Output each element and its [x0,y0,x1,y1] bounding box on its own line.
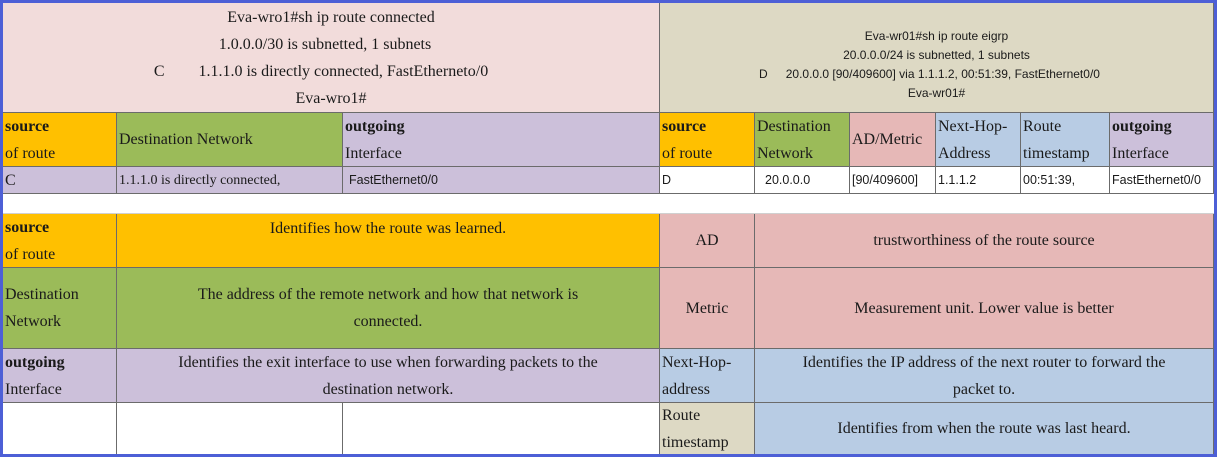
glossary-desc-next-hop: Identifies the IP address of the next ro… [755,349,1214,403]
eigrp-route-output: Eva-wr01#sh ip route eigrp 20.0.0.0/24 i… [660,3,1214,113]
cell-destination-network: 1.1.1.0 is directly connected, [117,167,343,194]
route-code: D [759,66,768,81]
header-destination-network-eigrp: Destination Network [755,113,850,167]
empty-cell [343,403,660,454]
output-route-line: C 1.1.1.0 is directly connected, FastEthe… [154,58,488,85]
output-command-line: Eva-wr01#sh ip route eigrp [864,28,1009,43]
glossary-desc-timestamp: Identifies from when the route was last … [755,403,1214,454]
cell-destination-network-eigrp: 20.0.0.0 [755,167,850,194]
output-command-line: Eva-wro1#sh ip route connected [227,8,435,26]
output-subnet-line: 20.0.0.0/24 is subnetted, 1 subnets [843,47,1030,62]
cell-outgoing-interface: FastEthernet0/0 [343,167,660,194]
glossary-term-timestamp: Route timestamp [660,403,755,454]
cell-next-hop: 1.1.1.2 [936,167,1021,194]
header-next-hop-address: Next-Hop- Address [936,113,1021,167]
glossary-term-source: source of route [3,214,117,268]
cell-route-source-eigrp: D [660,167,755,194]
glossary-desc-metric: Measurement unit. Lower value is better [755,268,1214,349]
header-outgoing-interface-eigrp: outgoing Interface [1110,113,1214,167]
output-subnet-line: 1.0.0.0/30 is subnetted, 1 subnets [218,35,432,53]
route-code: C [153,62,165,80]
glossary-term-outgoing: outgoing Interface [3,349,117,403]
glossary-term-next-hop: Next-Hop- address [660,349,755,403]
output-route-line: D 20.0.0.0 [90/409600] via 1.1.1.2, 00:51… [759,65,1100,84]
glossary-desc-source: Identifies how the route was learned. [117,214,660,268]
empty-cell [3,403,117,454]
header-route-timestamp: Route timestamp [1021,113,1110,167]
glossary-term-ad: AD [660,214,755,268]
glossary-desc-destination: The address of the remote network and ho… [117,268,660,349]
output-prompt-line: Eva-wro1# [295,89,367,107]
spacer-row [3,194,1214,214]
cell-outgoing-interface-eigrp: FastEthernet0/0 [1110,167,1214,194]
glossary-term-destination: Destination Network [3,268,117,349]
empty-cell [117,403,343,454]
route-text: 20.0.0.0 [90/409600] via 1.1.1.2, 00:51:… [785,66,1100,81]
connected-route-output: Eva-wro1#sh ip route connected 1.0.0.0/3… [3,3,660,113]
output-prompt-line: Eva-wr01# [907,85,966,100]
header-ad-metric: AD/Metric [850,113,936,167]
cell-route-source: C [3,167,117,194]
glossary-desc-outgoing: Identifies the exit interface to use whe… [117,349,660,403]
cell-ad-metric: [90/409600] [850,167,936,194]
route-text: 1.1.1.0 is directly connected, FastEther… [198,62,489,80]
header-source-of-route: source of route [3,113,117,167]
glossary-term-metric: Metric [660,268,755,349]
cell-timestamp: 00:51:39, [1021,167,1110,194]
header-source-of-route-eigrp: source of route [660,113,755,167]
glossary-desc-ad: trustworthiness of the route source [755,214,1214,268]
header-destination-network: Destination Network [117,113,343,167]
header-outgoing-interface: outgoing Interface [343,113,660,167]
